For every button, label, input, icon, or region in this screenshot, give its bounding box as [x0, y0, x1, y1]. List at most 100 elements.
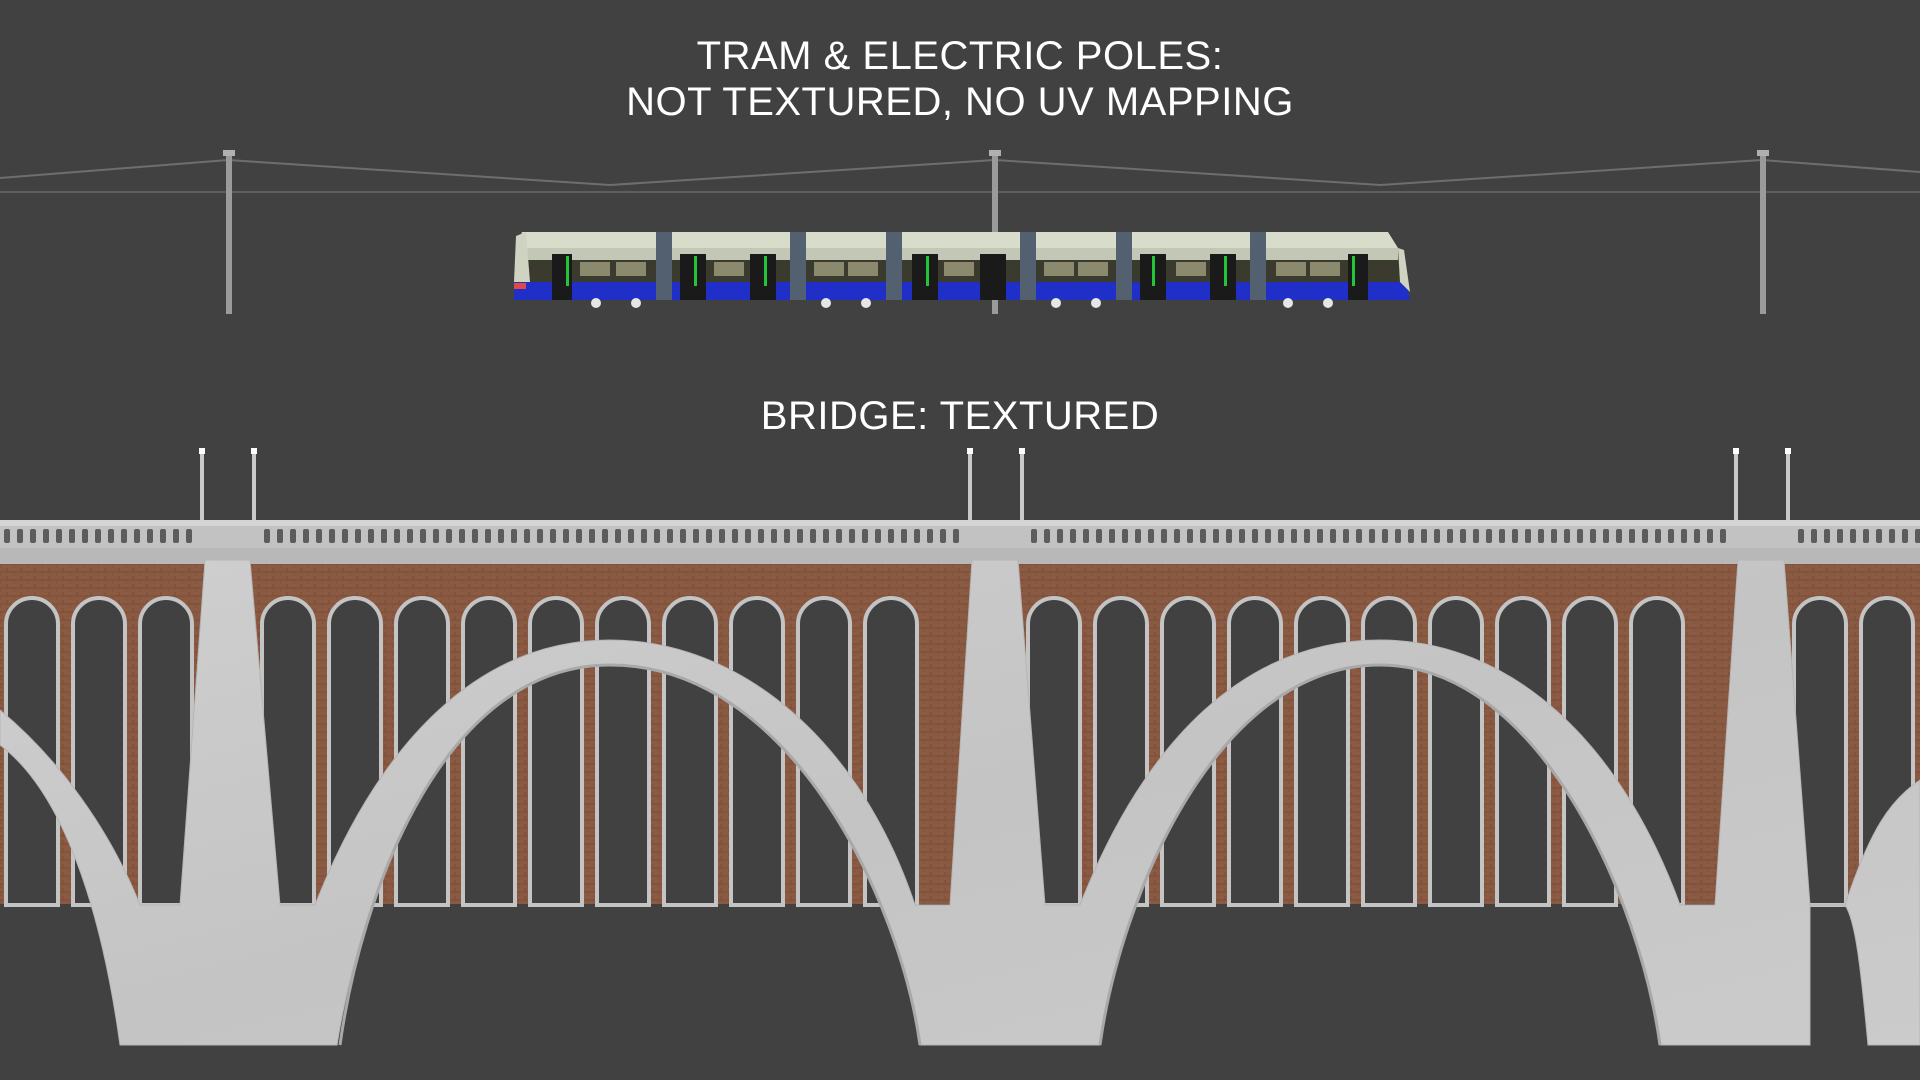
- baluster: [1902, 529, 1908, 543]
- baluster: [784, 529, 790, 543]
- baluster: [1109, 529, 1115, 543]
- baluster: [940, 529, 946, 543]
- baluster: [1577, 529, 1583, 543]
- baluster: [134, 529, 140, 543]
- baluster: [615, 529, 621, 543]
- baluster: [1291, 529, 1297, 543]
- baluster: [1356, 529, 1362, 543]
- baluster: [290, 529, 296, 543]
- baluster: [524, 529, 530, 543]
- baluster: [1265, 529, 1271, 543]
- baluster: [1694, 529, 1700, 543]
- baluster: [576, 529, 582, 543]
- baluster: [719, 529, 725, 543]
- baluster: [329, 529, 335, 543]
- baluster: [1837, 529, 1843, 543]
- baluster: [875, 529, 881, 543]
- baluster: [1174, 529, 1180, 543]
- baluster: [1473, 529, 1479, 543]
- baluster: [680, 529, 686, 543]
- baluster: [1525, 529, 1531, 543]
- baluster: [1135, 529, 1141, 543]
- baluster: [173, 529, 179, 543]
- baluster: [1824, 529, 1830, 543]
- baluster: [1031, 529, 1037, 543]
- baluster: [823, 529, 829, 543]
- baluster: [862, 529, 868, 543]
- baluster: [1538, 529, 1544, 543]
- tram-caption-line-2: NOT TEXTURED, NO UV MAPPING: [626, 80, 1294, 124]
- baluster: [1642, 529, 1648, 543]
- baluster: [459, 529, 465, 543]
- baluster: [810, 529, 816, 543]
- baluster: [1499, 529, 1505, 543]
- baluster: [1044, 529, 1050, 543]
- baluster: [836, 529, 842, 543]
- baluster: [1655, 529, 1661, 543]
- baluster: [69, 529, 75, 543]
- baluster: [1252, 529, 1258, 543]
- baluster: [1057, 529, 1063, 543]
- baluster: [1343, 529, 1349, 543]
- baluster: [914, 529, 920, 543]
- baluster: [628, 529, 634, 543]
- baluster: [953, 529, 959, 543]
- balustrade: [0, 520, 1920, 550]
- baluster: [1681, 529, 1687, 543]
- baluster: [4, 529, 10, 543]
- baluster: [1226, 529, 1232, 543]
- baluster: [1603, 529, 1609, 543]
- baluster: [1330, 529, 1336, 543]
- baluster: [1408, 529, 1414, 543]
- baluster: [1564, 529, 1570, 543]
- baluster: [1161, 529, 1167, 543]
- baluster: [537, 529, 543, 543]
- baluster: [1369, 529, 1375, 543]
- baluster: [901, 529, 907, 543]
- baluster: [1629, 529, 1635, 543]
- baluster: [550, 529, 556, 543]
- baluster: [147, 529, 153, 543]
- baluster: [1148, 529, 1154, 543]
- baluster: [1083, 529, 1089, 543]
- bridge-caption-text: BRIDGE: TEXTURED: [760, 394, 1160, 438]
- baluster: [1616, 529, 1622, 543]
- baluster: [1811, 529, 1817, 543]
- baluster: [1096, 529, 1102, 543]
- baluster: [433, 529, 439, 543]
- baluster: [1720, 529, 1726, 543]
- baluster: [472, 529, 478, 543]
- baluster: [1278, 529, 1284, 543]
- tram-caption-line-1: TRAM & ELECTRIC POLES:: [696, 34, 1224, 78]
- overhead-wires: [0, 158, 1920, 193]
- baluster: [446, 529, 452, 543]
- baluster: [17, 529, 23, 543]
- tram-caption: TRAM & ELECTRIC POLES: NOT TEXTURED, NO …: [0, 33, 1920, 125]
- baluster: [849, 529, 855, 543]
- baluster: [1200, 529, 1206, 543]
- baluster: [1122, 529, 1128, 543]
- spandrel-opening: [595, 596, 651, 907]
- baluster: [1889, 529, 1895, 543]
- baluster: [160, 529, 166, 543]
- baluster: [693, 529, 699, 543]
- baluster: [1876, 529, 1882, 543]
- baluster: [797, 529, 803, 543]
- baluster: [1304, 529, 1310, 543]
- baluster: [186, 529, 192, 543]
- baluster: [1915, 529, 1920, 543]
- baluster: [407, 529, 413, 543]
- baluster: [654, 529, 660, 543]
- baluster: [1447, 529, 1453, 543]
- baluster: [1213, 529, 1219, 543]
- spandrel-opening: [729, 596, 785, 907]
- baluster: [1486, 529, 1492, 543]
- spandrel-opening: [260, 596, 316, 907]
- baluster: [43, 529, 49, 543]
- baluster: [355, 529, 361, 543]
- baluster: [30, 529, 36, 543]
- baluster: [485, 529, 491, 543]
- tram: [514, 232, 1410, 308]
- spandrel-opening: [1495, 596, 1551, 907]
